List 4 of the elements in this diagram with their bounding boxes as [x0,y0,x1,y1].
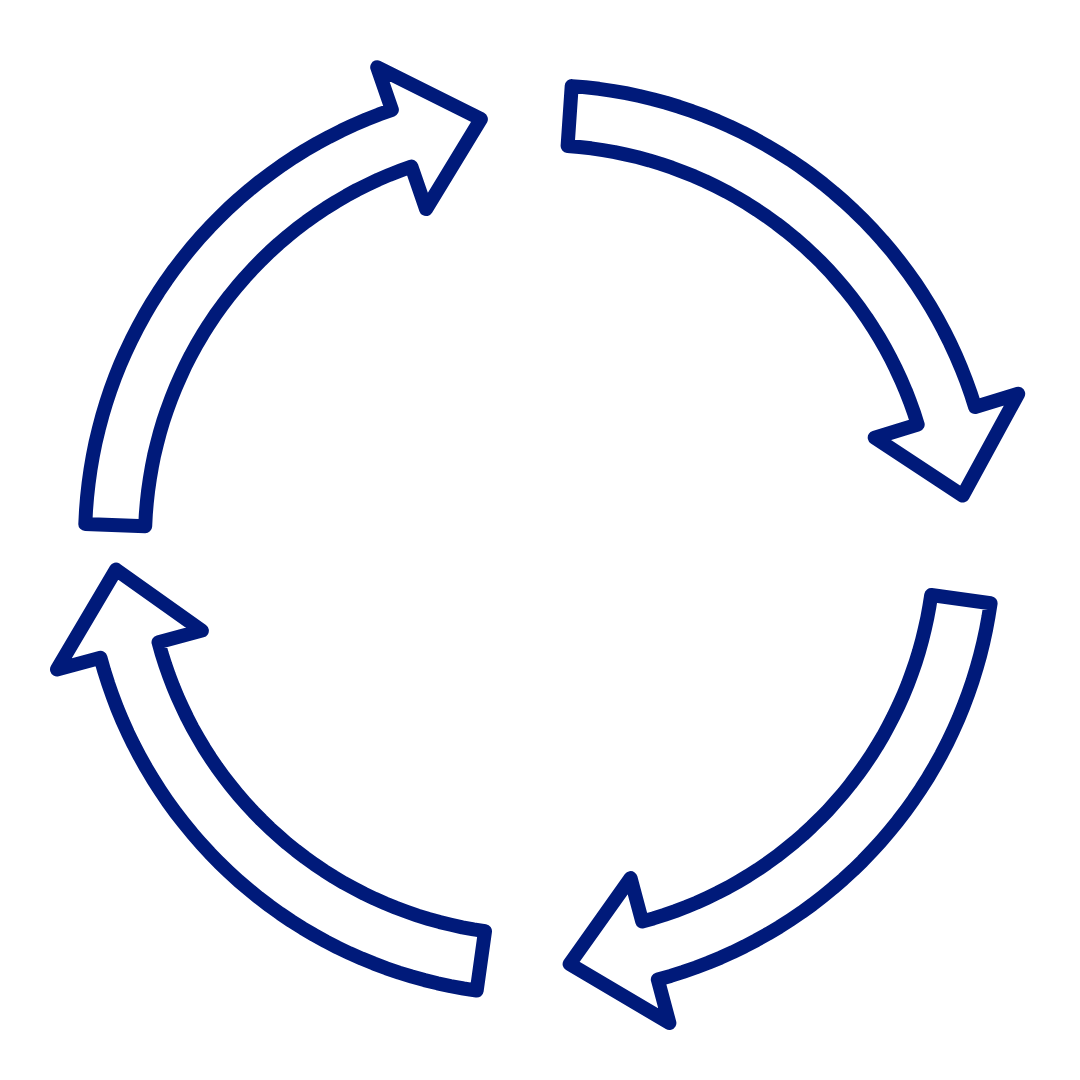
curved-arrow [562,588,998,1030]
curved-arrow [50,562,492,998]
curved-arrow [78,60,488,534]
curved-arrow [560,79,1026,503]
